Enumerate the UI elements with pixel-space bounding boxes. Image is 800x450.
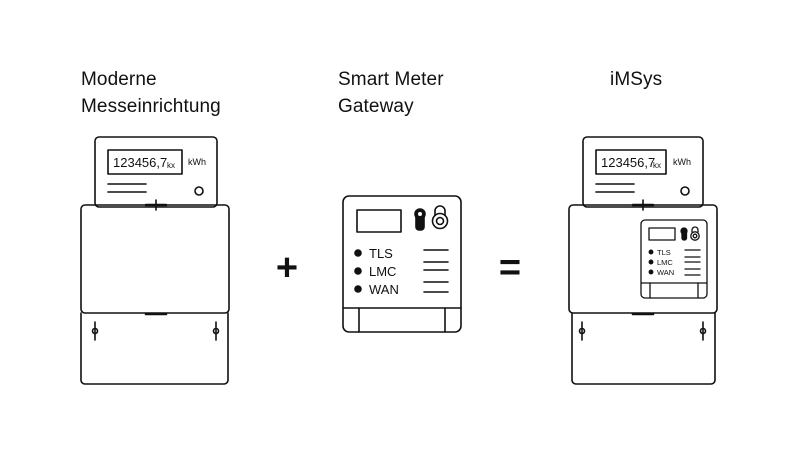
led-dot-icon [354, 267, 362, 275]
smart-meter-gateway: TLS LMC WAN [342, 195, 462, 333]
equals-operator: = [499, 247, 521, 289]
meter-body [80, 204, 230, 314]
gateway-label-tls: TLS [657, 248, 671, 257]
meter-body [568, 204, 718, 314]
terminal-screw-icon [699, 321, 707, 341]
led-dot-icon [648, 249, 654, 255]
heading-line: Smart Meter [338, 69, 444, 90]
meter-display [107, 149, 183, 175]
meter-reading: 123456,7 [113, 155, 167, 170]
lock-icon [414, 208, 426, 231]
led-dot-icon [354, 249, 362, 257]
heading-line: Moderne [81, 69, 157, 90]
meter-unit: kWh [673, 157, 691, 167]
meter-reading-suffix: kx [653, 161, 661, 170]
gateway-label-tls: TLS [369, 246, 393, 261]
heading-gateway: Smart Meter Gateway [338, 66, 444, 120]
heading-line: iMSys [610, 69, 663, 90]
meter-reading: 123456,7 [601, 155, 655, 170]
gateway-label-lmc: LMC [369, 264, 396, 279]
gateway-display [648, 227, 676, 241]
terminal-screw-icon [212, 321, 220, 341]
meter-unit: kWh [188, 157, 206, 167]
heading-modern-meter: Moderne Messeinrichtung [81, 66, 221, 120]
led-dot-icon [354, 285, 362, 293]
meter-terminal-cover [571, 312, 716, 385]
padlock-icon [431, 205, 449, 230]
modern-meter: 123456,7 kx kWh [80, 136, 230, 385]
meter-reading-suffix: kx [167, 161, 175, 170]
gateway-label-wan: WAN [369, 282, 399, 297]
meter-led-icon [680, 186, 690, 196]
gateway-housing [640, 219, 708, 299]
terminal-screw-icon [91, 321, 99, 341]
meter-display [595, 149, 667, 175]
gateway-label-lmc: LMC [657, 258, 673, 267]
gateway-label-wan: WAN [657, 268, 674, 277]
heading-imsys: iMSys [610, 66, 662, 93]
meter-led-icon [194, 186, 204, 196]
lock-icon [680, 227, 688, 241]
embedded-gateway: TLS LMC WAN [640, 219, 708, 299]
led-dot-icon [648, 259, 654, 265]
gateway-display [356, 209, 402, 233]
heading-line: Messeinrichtung [81, 96, 221, 117]
terminal-screw-icon [578, 321, 586, 341]
padlock-icon [690, 226, 700, 241]
meter-top-housing [582, 136, 704, 208]
meter-terminal-cover [80, 312, 229, 385]
led-dot-icon [648, 269, 654, 275]
gateway-housing [342, 195, 462, 333]
meter-top-housing [94, 136, 218, 208]
heading-line: Gateway [338, 96, 414, 117]
plus-operator: + [276, 247, 298, 289]
imsys-meter: 123456,7 kx kWh [568, 136, 718, 385]
